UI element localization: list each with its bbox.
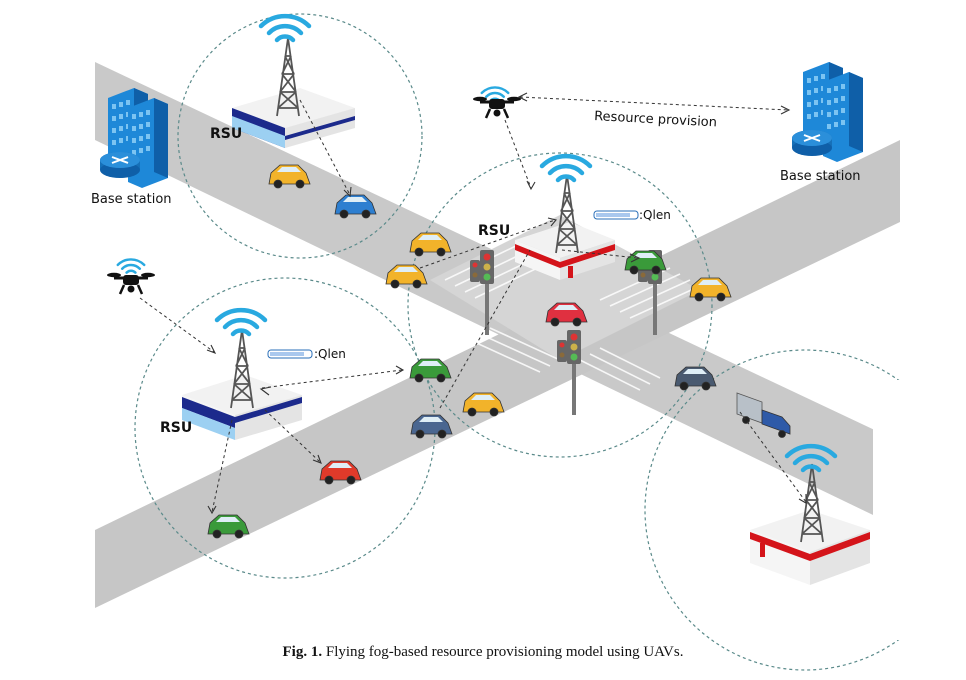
vehicles: [207, 164, 791, 539]
truck: [736, 392, 791, 438]
rsu-top-left: RSU: [210, 16, 355, 148]
rsu-top-left-label: RSU: [210, 126, 242, 142]
communication-links: [139, 96, 807, 513]
qlen-left-label: :Qlen: [314, 347, 346, 361]
base-station-left-label: Base station: [91, 192, 172, 207]
rsu-center-label: RSU: [478, 223, 510, 239]
uav-left: [105, 258, 157, 296]
base-station-right: Base station: [780, 62, 863, 184]
figure-caption-prefix: Fig. 1.: [282, 644, 323, 660]
queue-length-bar-center: [593, 210, 639, 220]
figure-caption-text: Flying fog-based resource provisioning m…: [322, 644, 684, 660]
rsu-left-label: RSU: [160, 420, 192, 436]
base-station-right-label: Base station: [780, 169, 861, 184]
coverage-top-left: [177, 13, 423, 259]
rsu-center: RSU :Qlen: [478, 156, 671, 280]
base-station-left: Base station: [91, 88, 172, 207]
coverage-center: [407, 152, 713, 458]
arrowheads: [206, 92, 807, 515]
qlen-center-label: :Qlen: [639, 208, 671, 222]
rsu-left: RSU :Qlen: [160, 310, 346, 440]
queue-length-bar-left: [267, 349, 313, 359]
figure-caption: Fig. 1. Flying fog-based resource provis…: [0, 644, 966, 661]
rsu-bottom-right: [750, 446, 870, 585]
resource-provision-label: Resource provision: [594, 109, 718, 130]
uav-top: [471, 86, 523, 120]
